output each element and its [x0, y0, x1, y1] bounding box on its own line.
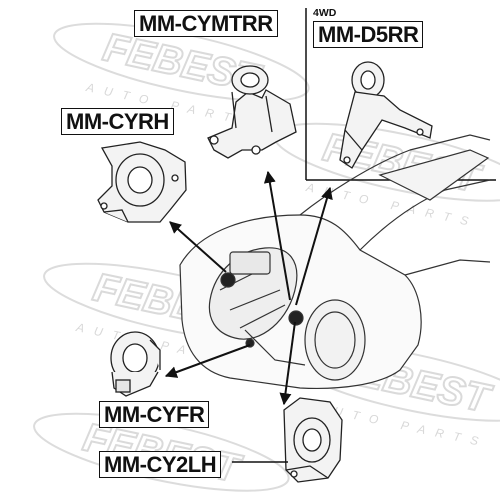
part-mm-d5rr-illustration	[339, 61, 433, 169]
part-mm-cyrh-illustration	[97, 141, 187, 223]
pointer-arrows	[164, 170, 333, 463]
arrow-d5rr	[295, 186, 333, 306]
label-mm-cymtrr: MM-CYMTRR	[134, 10, 278, 37]
arrow-cyfr	[164, 344, 251, 378]
part-mm-cy2lh-illustration	[283, 397, 343, 483]
arrow-cymtrr	[263, 170, 291, 301]
label-mm-cyrh: MM-CYRH	[61, 108, 174, 135]
arrow-cy2lh	[279, 321, 296, 406]
label-4wd: 4WD	[313, 7, 337, 19]
part-mm-cyfr-illustration	[110, 331, 161, 397]
label-mm-cyfr: MM-CYFR	[99, 401, 210, 428]
label-mm-d5rr: MM-D5RR	[313, 21, 424, 48]
arrow-cyrh	[169, 221, 227, 273]
label-mm-cy2lh: MM-CY2LH	[99, 451, 222, 478]
car-body-illustration	[179, 134, 491, 389]
part-mm-cymtrr-illustration	[207, 65, 297, 159]
